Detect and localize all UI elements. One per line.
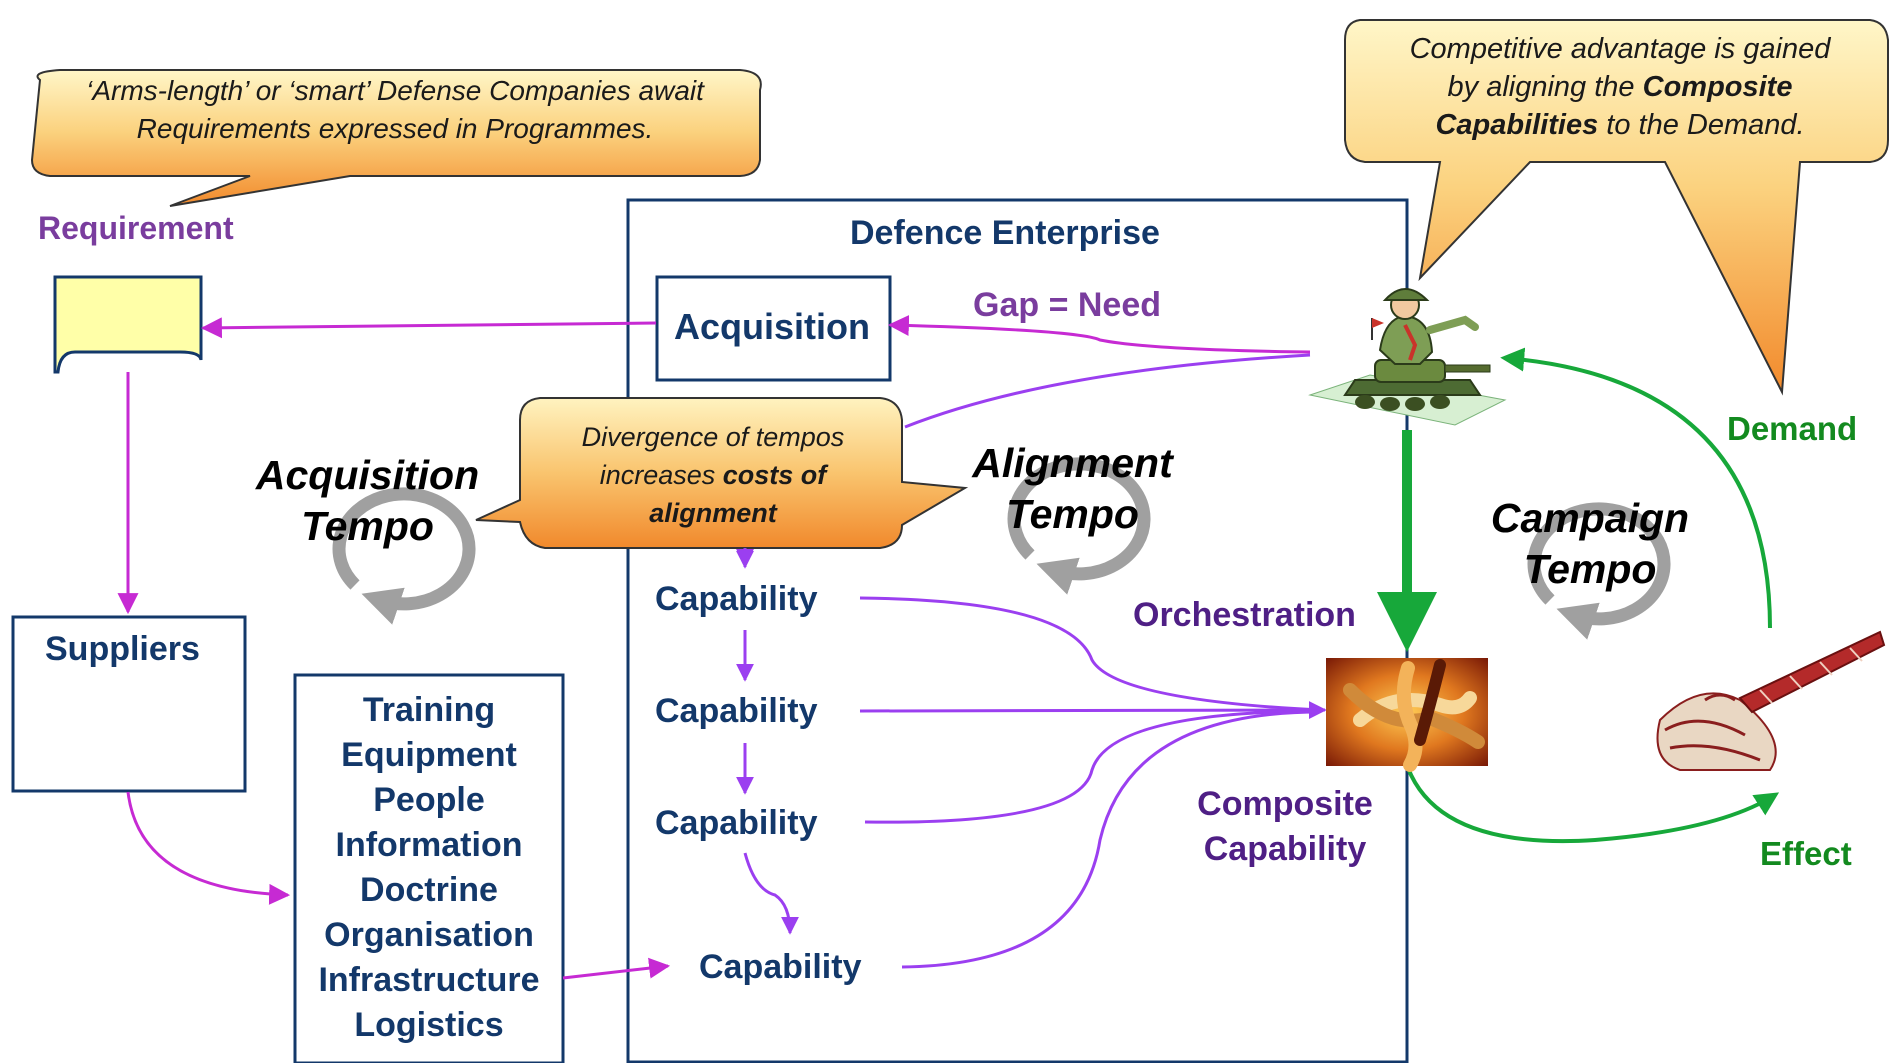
demand-label: Demand: [1727, 410, 1858, 447]
suppliers-label: Suppliers: [45, 630, 200, 668]
capability-to-composite-arrow-1: [859, 701, 1327, 720]
requirement-label: Requirement: [38, 210, 234, 246]
capability-flow-arrow-3: [743, 852, 799, 935]
gap-need-label: Gap = Need: [973, 286, 1162, 324]
acquisition-label: Acquisition: [674, 306, 870, 347]
dotmlpf-item: Organisation: [324, 916, 534, 954]
capability-label-3: Capability: [699, 948, 862, 986]
joined-hands-icon: [1326, 658, 1488, 772]
commander-to-enterprise-line: [904, 353, 1311, 429]
competitive-line-1: Competitive advantage is gained: [1409, 33, 1831, 65]
competitive-advantage-bubble: [1344, 19, 1889, 396]
orchestration-label: Orchestration: [1133, 596, 1356, 634]
alignment-tempo-cycle-icon: [1007, 457, 1151, 595]
divergence-line-2: increases costs of: [599, 460, 827, 490]
competitive-line-2: by aligning the Composite: [1447, 71, 1793, 103]
capability-to-composite-line-3: [901, 710, 1321, 969]
capability-label-0: Capability: [655, 580, 818, 618]
defense-companies-bubble: [30, 69, 762, 207]
campaign-tempo-cycle-icon: [1527, 502, 1671, 640]
composite-to-effect-arrow: [1406, 767, 1780, 844]
acquisition-box: [655, 275, 892, 382]
capability-label-1: Capability: [655, 692, 818, 730]
composite-capability-label: Composite Capability: [1197, 785, 1373, 868]
acquisition-tempo-cycle-icon: [332, 487, 476, 625]
competitive-advantage-bubble-text: Competitive advantage is gained by align…: [1360, 30, 1880, 144]
divergence-line-1: Divergence of tempos: [581, 422, 845, 452]
dotmlpf-list: Training Equipment People Information Do…: [298, 688, 560, 1048]
acquisition-to-requirement-arrow: [200, 317, 657, 339]
effect-to-demand-arrow: [1500, 347, 1772, 629]
dotmlpf-to-capability-arrow: [562, 957, 671, 980]
soldier-tank-icon: [1308, 288, 1507, 426]
capability-label-2: Capability: [655, 804, 818, 842]
dotmlpf-item: Information: [335, 826, 523, 864]
competitive-line-3: Capabilities to the Demand.: [1435, 109, 1805, 141]
dotmlpf-item: People: [373, 781, 485, 819]
capability-to-composite-line-0: [859, 596, 1321, 712]
gap-need-arrow: [887, 315, 1311, 354]
dotmlpf-item: Equipment: [341, 736, 517, 774]
dotmlpf-item: Training: [362, 691, 496, 729]
defense-companies-bubble-text: ‘Arms-length’ or ‘smart’ Defense Compani…: [86, 75, 704, 144]
defence-enterprise-title: Defence Enterprise: [850, 214, 1160, 252]
divergence-bubble-text: Divergence of tempos increases costs of …: [528, 418, 898, 532]
dotmlpf-item: Logistics: [354, 1006, 504, 1044]
suppliers-box: [11, 615, 247, 793]
effect-label: Effect: [1760, 835, 1852, 872]
cannon-explosion-icon: [1656, 630, 1886, 771]
divergence-bubble: [475, 397, 969, 549]
suppliers-to-dotmlpf-arrow: [126, 791, 291, 905]
dotmlpf-box: [293, 673, 565, 1063]
document-icon: [53, 275, 203, 374]
dotmlpf-item: Infrastructure: [318, 961, 540, 999]
divergence-line-3: alignment: [649, 498, 777, 528]
dotmlpf-item: Doctrine: [360, 871, 498, 909]
capability-to-composite-line-2: [864, 709, 1321, 824]
